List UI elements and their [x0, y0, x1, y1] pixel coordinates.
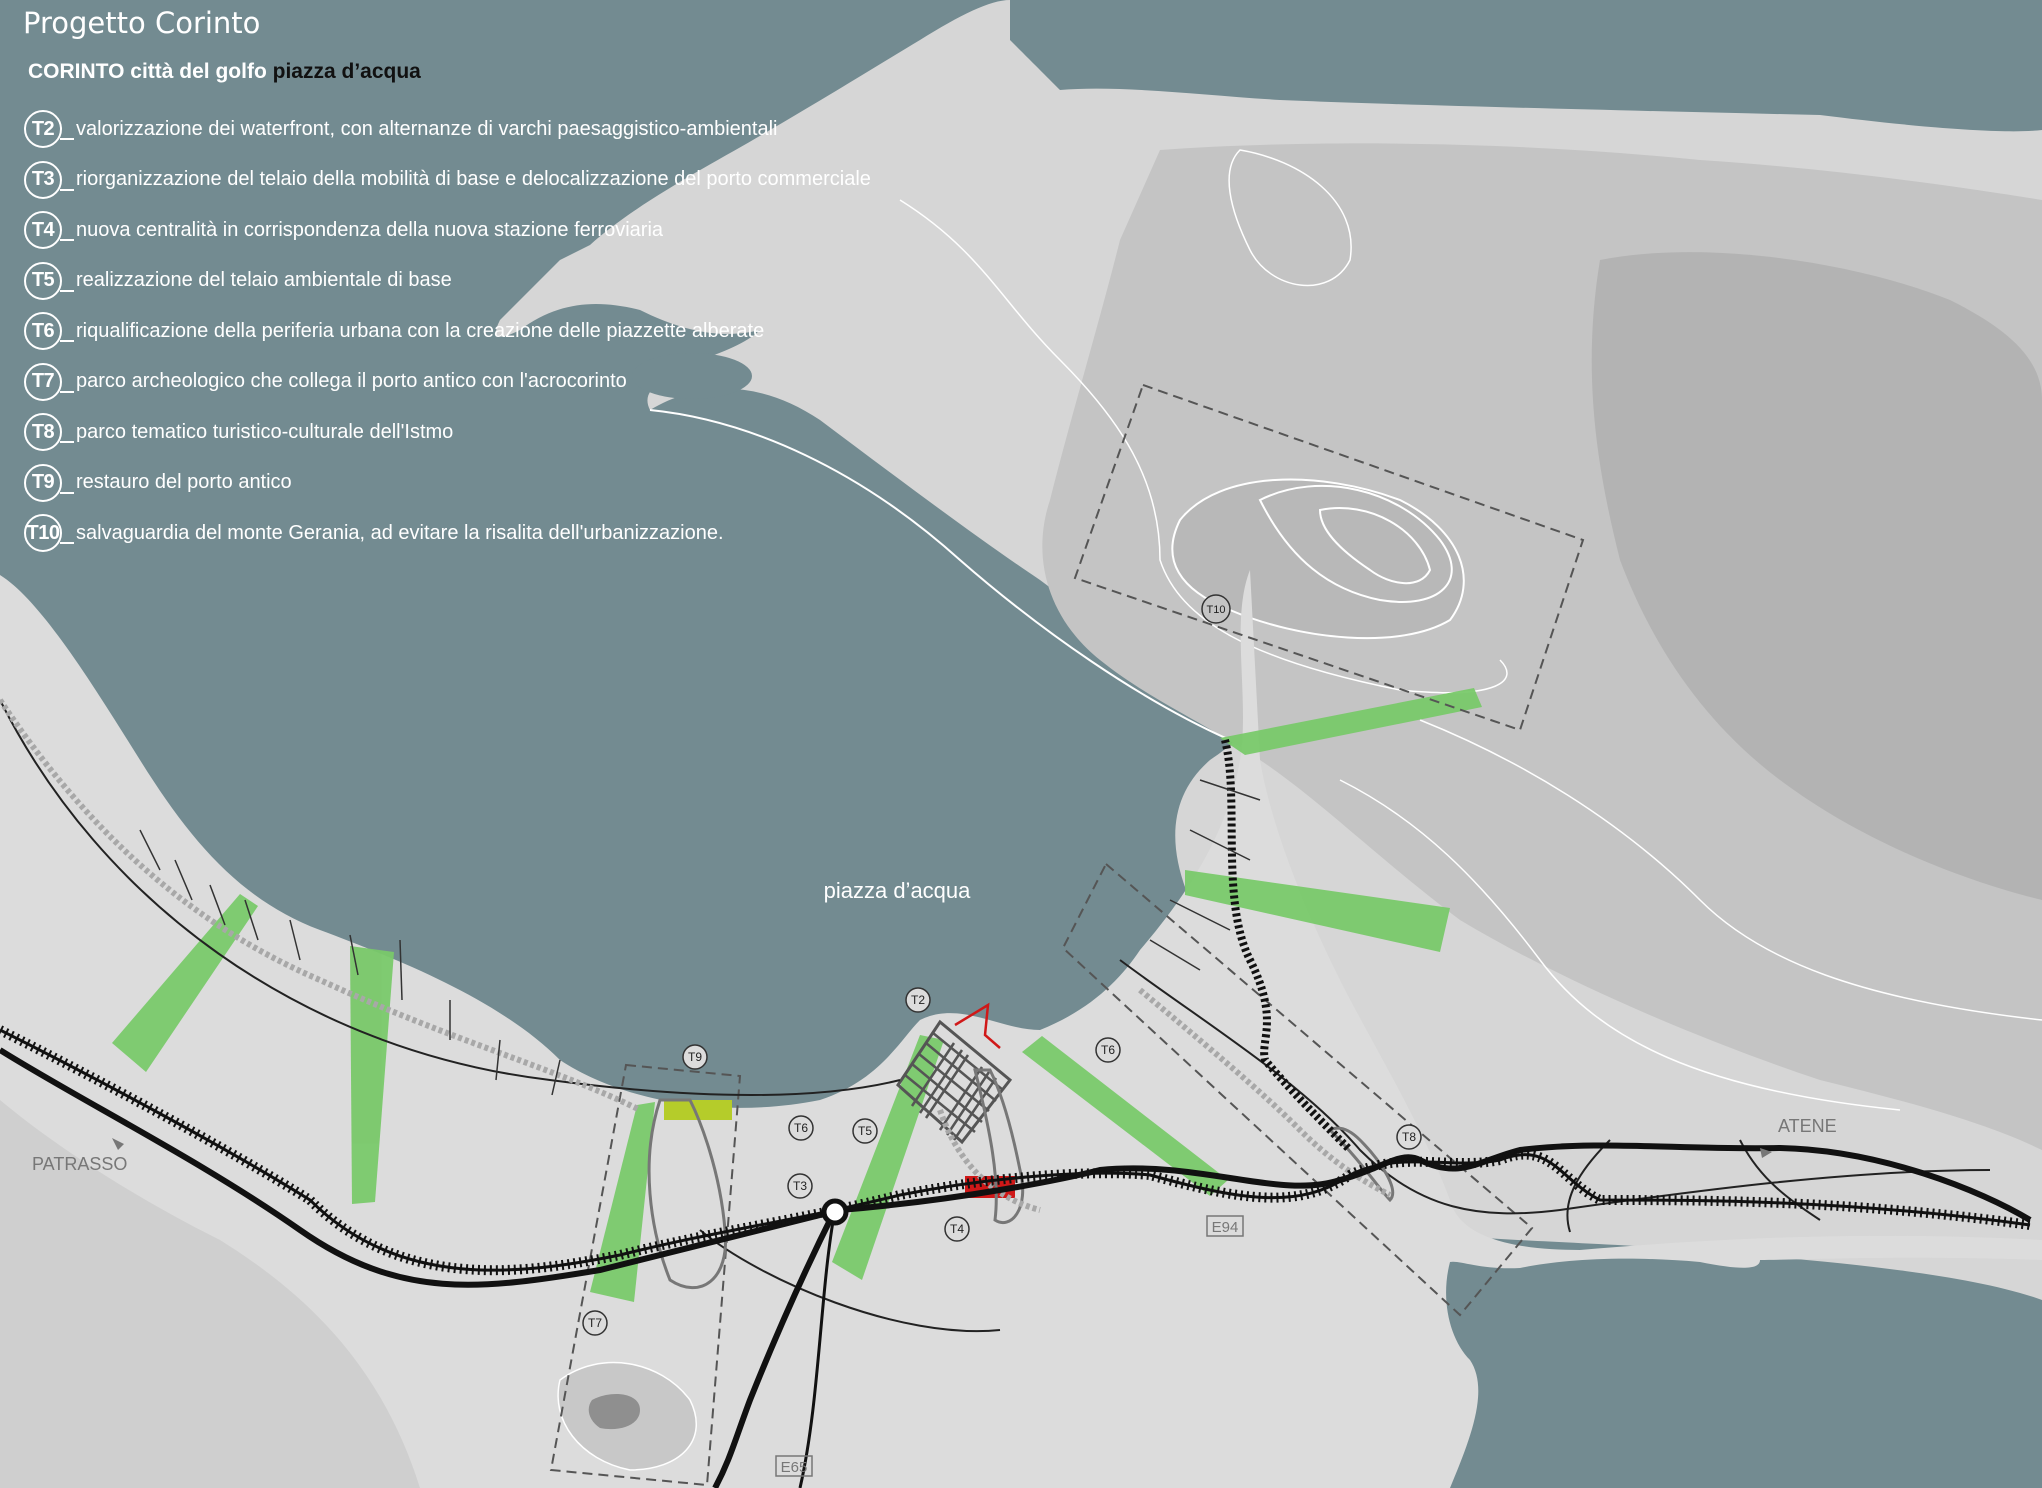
hills-dark	[1591, 252, 2042, 900]
railway-base	[0, 1028, 2031, 1272]
legend-text: restauro del porto antico	[76, 471, 292, 494]
legend-text: salvaguardia del monte Gerania, ad evita…	[76, 521, 724, 544]
shore-ticks	[139, 779, 1261, 1096]
contour-line-c	[1419, 719, 2042, 1021]
atene-arrow	[1760, 1148, 1772, 1158]
svg-text:T9: T9	[688, 1050, 702, 1064]
ancient-port	[664, 1100, 732, 1120]
commercial-port-line	[954, 1002, 1001, 1049]
svg-text:T3: T3	[793, 1179, 807, 1193]
svg-text:T7: T7	[588, 1316, 602, 1330]
subtitle-theme: piazza d’acqua	[272, 60, 421, 83]
old-rail	[0, 698, 1392, 1213]
marker-t6-west: T6	[788, 1115, 814, 1141]
legend-badge: T5	[24, 261, 74, 300]
map-markers: T2 T3 T4 T5 T6 T6 T7 T8	[582, 594, 1422, 1336]
svg-text:T8: T8	[1402, 1130, 1416, 1144]
svg-text:T2: T2	[911, 993, 925, 1007]
marker-t9: T9	[682, 1044, 708, 1070]
legend-text: valorizzazione dei waterfront, con alter…	[76, 117, 778, 140]
acrocorinth-core	[588, 1394, 640, 1430]
road-shield-e65: E65	[775, 1455, 813, 1477]
marker-t2: T2	[905, 987, 931, 1013]
green-corridor-5	[1022, 1036, 1228, 1196]
svg-text:T4: T4	[950, 1222, 964, 1236]
legend-badge: T10	[24, 514, 74, 553]
city-grid	[896, 1019, 1013, 1145]
subtitle-city: CORINTO città del golfo	[28, 60, 267, 83]
road-shield-e94: E94	[1206, 1215, 1244, 1237]
svg-text:E94: E94	[1212, 1219, 1239, 1236]
svg-text:T6: T6	[1101, 1043, 1115, 1057]
legend-badge: T4	[24, 211, 74, 250]
svg-text:T6: T6	[794, 1121, 808, 1135]
legend-badge: T3	[24, 160, 74, 199]
page-title: Progetto Corinto	[23, 6, 261, 40]
area-t10	[1073, 383, 1585, 732]
marker-t8: T8	[1396, 1124, 1422, 1150]
mountain-contour-2	[1318, 507, 1432, 585]
green-corridor-6	[1185, 870, 1450, 952]
legend-text: parco archeologico che collega il porto …	[76, 370, 627, 393]
area-t8	[1061, 862, 1534, 1317]
south-land	[0, 570, 2042, 1488]
legend-text: riqualificazione della periferia urbana …	[76, 319, 765, 342]
legend-text: realizzazione del telaio ambientale di b…	[76, 269, 452, 292]
green-corridor-2	[350, 946, 394, 1204]
mountain-contour-1	[1258, 484, 1453, 603]
coast-north	[649, 409, 1231, 741]
legend-text: nuova centralità in corrispondenza della…	[76, 218, 664, 241]
lagoon	[632, 353, 752, 399]
patrasso-arrow	[112, 1138, 124, 1150]
atene-label: ATENE	[1778, 1116, 1837, 1136]
marker-t10: T10	[1201, 594, 1231, 624]
svg-text:T10: T10	[1207, 604, 1226, 616]
legend-badge: T2	[24, 110, 74, 149]
green-corridor-7	[1220, 688, 1482, 755]
project-areas	[549, 383, 1585, 1487]
roundabout	[821, 1198, 849, 1226]
area-t9-t7	[549, 1063, 742, 1487]
contour-line-a	[899, 199, 1508, 694]
green-corridor-4	[832, 1035, 944, 1280]
legend-badge: T7	[24, 362, 74, 401]
svg-text:T5: T5	[858, 1124, 872, 1138]
patrasso-label: PATRASSO	[32, 1154, 127, 1174]
legend-text: parco tematico turistico-culturale dell'…	[76, 420, 454, 443]
legend-badge: T6	[24, 312, 74, 351]
contour-north	[1228, 149, 1352, 287]
marker-t3: T3	[787, 1173, 813, 1199]
local-roads	[0, 699, 1991, 1333]
legend-badge: T8	[24, 413, 74, 452]
road-e65	[712, 1208, 838, 1488]
svg-text:E65: E65	[781, 1459, 808, 1476]
contour-line-b	[1339, 779, 1901, 1111]
legend-badge: T9	[24, 463, 74, 502]
green-corridor-1	[112, 894, 258, 1072]
bay-label: piazza d’acqua	[824, 878, 972, 903]
south-land-shading	[0, 1100, 420, 1488]
marker-t6-east: T6	[1095, 1037, 1121, 1063]
green-corridors	[112, 688, 1482, 1302]
legend-text: riorganizzazione del telaio della mobili…	[76, 168, 871, 191]
marker-t4: T4	[944, 1216, 970, 1242]
road-south-branch	[798, 1209, 837, 1488]
page-subtitle: CORINTO città del golfo piazza d’acqua	[28, 60, 421, 84]
marker-t5: T5	[852, 1118, 878, 1144]
railway-north-ties	[1221, 739, 1353, 1153]
marker-t7: T7	[582, 1310, 608, 1336]
